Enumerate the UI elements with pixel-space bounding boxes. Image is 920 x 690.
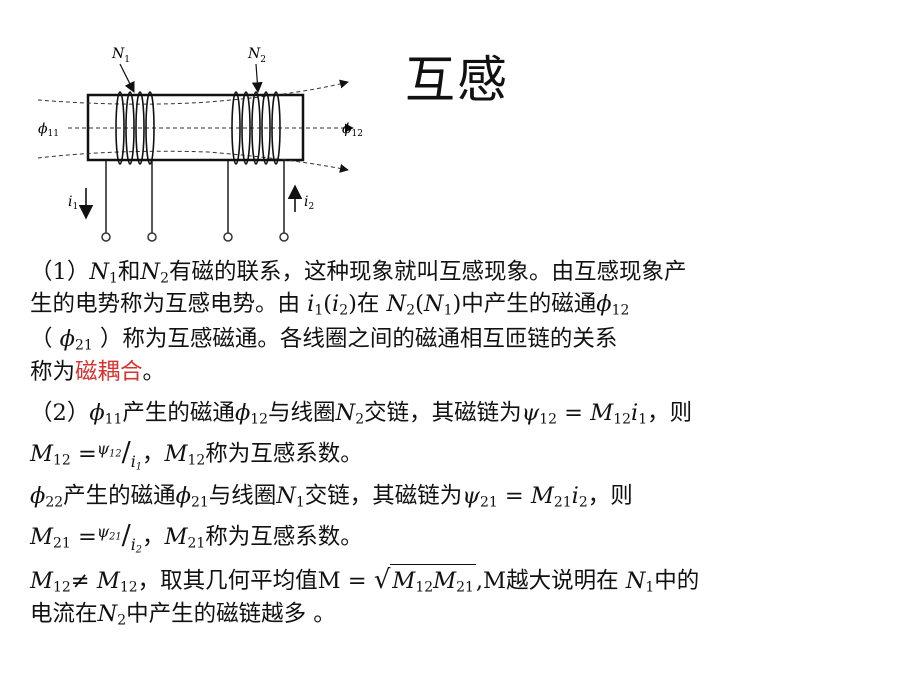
paragraph-3-line-2: 电流在N2中产生的磁链越多 。 [30,601,336,629]
paragraph-1-line-2: 生的电势称为互感电势。由 i1(i2)在 N2(N1)中产生的磁通ϕ12 [30,291,630,319]
label-i2: i2 [304,194,314,212]
label-n2: N2 [247,46,266,65]
flux-line-top [37,79,349,105]
paragraph-1-line-3: （ ϕ21 ）称为互感磁通。各线圈之间的磁通相互匝链的关系 [30,326,618,354]
terminals [101,232,289,242]
paragraph-3-line-1: M12≠ M12，取其几何平均值M = √M12M21,M越大说明在 N1中的 [30,564,699,603]
paragraph-1-line-1: （1）N1和N2有磁的联系，这种现象就叫互感现象。由互感现象产 [30,259,687,287]
paragraph-2-line-3: ϕ22产生的磁通ϕ21与线圈N1交链，其磁链为ψ21 = M21i2，则 [30,483,633,511]
label-phi11: ϕ11 [38,121,59,139]
n1-pointer-arrow [119,63,135,93]
coil-n2 [231,91,281,165]
label-n1: N1 [111,46,130,65]
fraction-psi12-over-i1: ψ12/i1 [96,437,142,472]
coil-leads [105,160,285,233]
coil-n1 [115,91,155,165]
n2-pointer-arrow [251,63,263,94]
mutual-inductance-diagram: N1 N2 ϕ11 ϕ12 i1 i2 [37,46,363,242]
highlight-term: 磁耦合 [75,359,143,385]
slide-title: 互感 [405,51,509,109]
paragraph-1-line-4: 称为磁耦合。 [30,359,166,385]
square-root-expression: M12M21 [390,564,476,603]
paragraph-2-line-1: （2）ϕ11产生的磁通ϕ12与线圈N2交链，其磁链为ψ12 = M12i1，则 [30,400,693,428]
fraction-psi21-over-i2: ψ21/i2 [96,520,142,555]
label-phi12: ϕ12 [342,121,363,139]
flux-line-bottom [37,150,349,173]
paragraph-2-line-2: M12 =ψ12/i1，M12称为互感系数。 [30,437,363,477]
label-i1: i1 [68,194,78,212]
paragraph-2-line-4: M21 =ψ21/i2，M21称为互感系数。 [30,520,363,560]
